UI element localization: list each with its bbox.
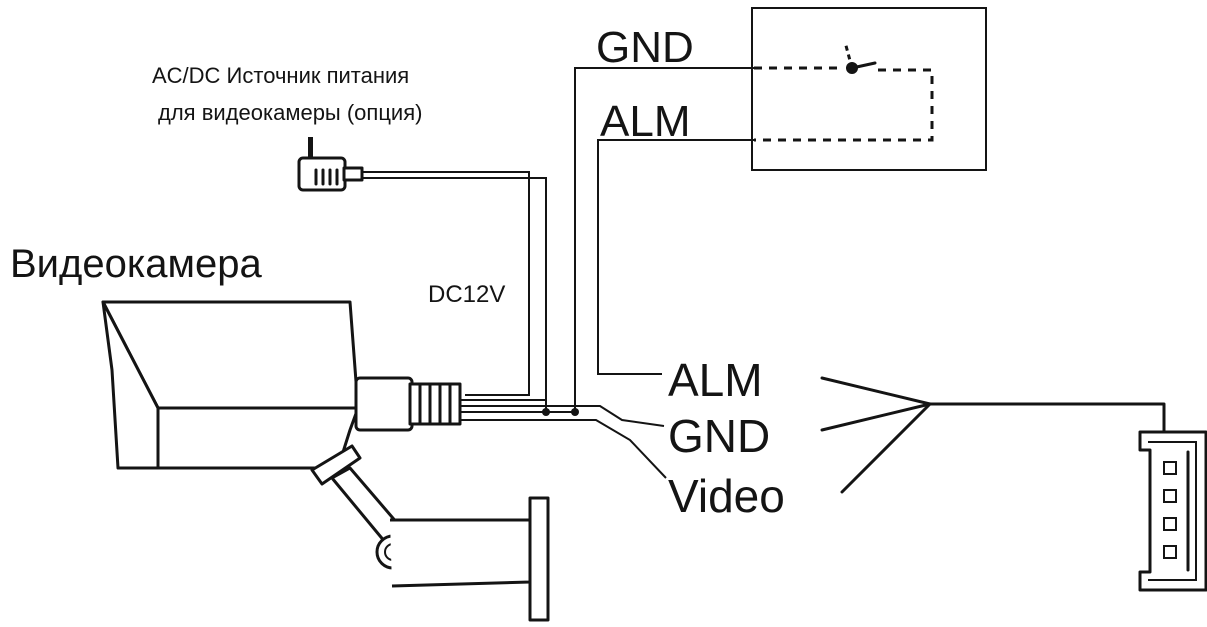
power-cable-outer xyxy=(362,171,530,396)
junction-dot-1 xyxy=(542,408,550,416)
camera-icon xyxy=(101,300,550,622)
leader-video xyxy=(840,402,932,494)
connector-icon xyxy=(1138,430,1207,592)
cable-alm-label: ALM xyxy=(668,354,763,406)
junction-dot-2 xyxy=(571,408,579,416)
power-cable-inner xyxy=(362,177,547,414)
cable-line-gnd xyxy=(460,405,665,427)
sensor-dashed-loop xyxy=(754,68,934,142)
bundle-cable xyxy=(928,402,1166,434)
camera-label: Видеокамера xyxy=(10,242,262,286)
alarm-sensor-box xyxy=(751,7,987,171)
switch-icon xyxy=(843,41,877,74)
power-supply-label-line2: для видеокамеры (опция) xyxy=(158,100,422,125)
power-adapter-icon xyxy=(297,137,364,192)
sensor-gnd-label: GND xyxy=(596,23,694,72)
leader-alm xyxy=(820,376,932,406)
leader-gnd xyxy=(820,402,932,432)
power-supply-label-line1: AC/DC Источник питания xyxy=(152,63,409,88)
dc12v-label: DC12V xyxy=(428,281,505,308)
alarm-sensor xyxy=(751,7,987,171)
alm-wire xyxy=(597,139,754,375)
cable-gnd-label: GND xyxy=(668,410,770,462)
gnd-wire xyxy=(574,67,754,412)
cable-line-video xyxy=(460,419,667,479)
cable-video-label: Video xyxy=(668,470,785,522)
sensor-alm-label: ALM xyxy=(600,97,690,146)
